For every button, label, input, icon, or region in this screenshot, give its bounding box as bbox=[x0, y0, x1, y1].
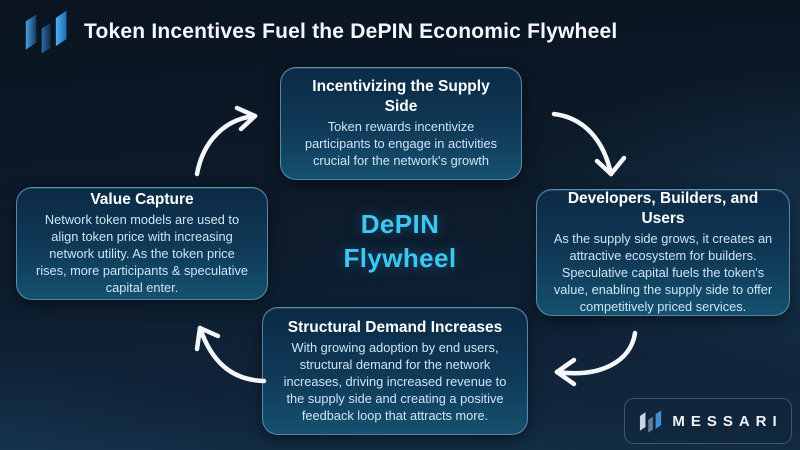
node-title: Developers, Builders, and Users bbox=[567, 190, 759, 227]
curved-arrow-bottom-to-left-icon bbox=[194, 325, 267, 384]
messari-logo-icon bbox=[640, 409, 662, 433]
flywheel-center-title: DePIN Flywheel bbox=[310, 208, 490, 276]
node-title: Incentivizing the Supply Side bbox=[312, 78, 490, 115]
node-title: Structural Demand Increases bbox=[287, 318, 503, 336]
node-body: As the supply side grows, it creates an … bbox=[553, 231, 773, 314]
messari-brand-badge: MESSARI bbox=[624, 398, 792, 444]
center-title-line1: DePIN bbox=[360, 209, 440, 239]
node-incentivizing-supply-side: Incentivizing the Supply Side Token rewa… bbox=[280, 67, 522, 180]
node-body: Token rewards incentivize participants t… bbox=[304, 119, 498, 168]
node-body: Network token models are used to align t… bbox=[36, 212, 248, 296]
center-title-line2: Flywheel bbox=[343, 242, 457, 273]
node-value-capture: Value Capture Network token models are u… bbox=[16, 187, 268, 300]
messari-logo-icon bbox=[25, 10, 67, 54]
messari-wordmark: MESSARI bbox=[672, 412, 783, 430]
header: Token Incentives Fuel the DePIN Economic… bbox=[24, 10, 617, 54]
curved-arrow-left-to-top-icon bbox=[194, 105, 258, 177]
node-developers-builders-users: Developers, Builders, and Users As the s… bbox=[536, 189, 790, 316]
node-structural-demand-increases: Structural Demand Increases With growing… bbox=[262, 307, 528, 435]
page-title: Token Incentives Fuel the DePIN Economic… bbox=[84, 20, 618, 43]
node-body: With growing adoption by end users, stru… bbox=[283, 339, 507, 423]
node-title: Value Capture bbox=[90, 191, 194, 209]
curved-arrow-right-to-bottom-icon bbox=[554, 330, 638, 387]
curved-arrow-top-to-right-icon bbox=[551, 111, 627, 177]
